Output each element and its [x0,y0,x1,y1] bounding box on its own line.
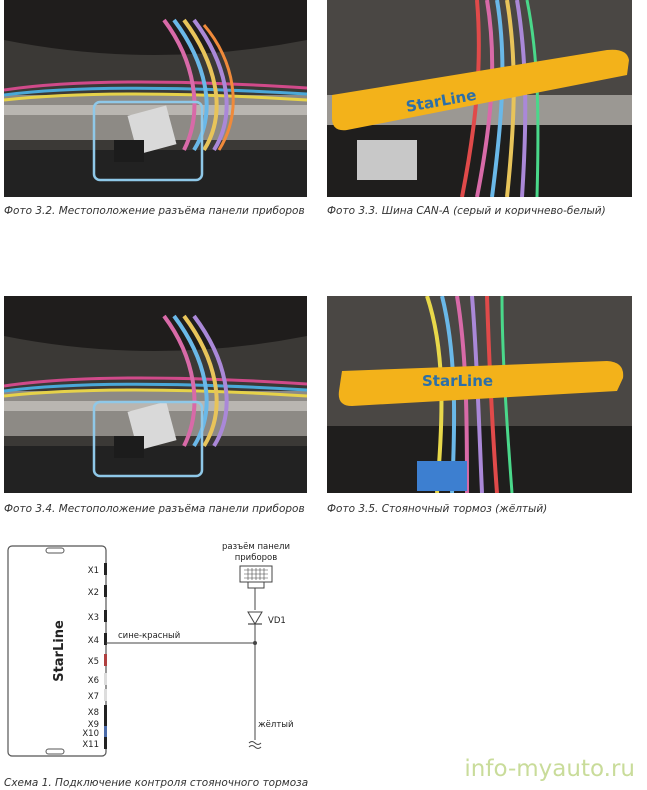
connector-x8-pin [104,705,107,717]
photo-3-5: StarLine [327,296,632,493]
connector-x3-label: X3 [88,613,99,623]
connector-x10-pin [104,726,107,738]
panel-connector-label-2: приборов [235,553,278,563]
connector-x6-pin [104,673,107,685]
connector-x8-label: X8 [88,708,99,718]
wire-yellow-label: жёлтый [258,720,294,730]
photo-3-4-caption: Фото 3.4. Местоположение разъёма панели … [4,503,305,515]
connector-x3-pin [104,610,107,622]
diode-label: VD1 [268,616,286,626]
photo-3-3: StarLine [327,0,632,197]
connector-x2-label: X2 [88,588,99,598]
diode-vd1-icon [247,611,263,625]
photo-3-4 [4,296,307,493]
connector-x9-label: X9 [88,720,99,730]
connector-x11-pin [104,737,107,749]
connector-x7-pin [104,689,107,701]
schema-caption: Схема 1. Подключение контроля стояночног… [4,777,309,789]
photo-3-5-caption: Фото 3.5. Стояночный тормоз (жёлтый) [327,503,548,515]
connector-x7-label: X7 [88,692,99,702]
connector-x5-label: X5 [88,657,99,667]
connector-x11-label: X11 [82,740,99,750]
connector-x1-label: X1 [88,566,99,576]
starline-brand-label: StarLine [52,620,67,682]
panel-connector-icon [239,565,273,589]
wire-end-icon [248,741,262,749]
connector-x4-label: X4 [88,636,99,646]
connector-x2-pin [104,585,107,597]
connector-x1-pin [104,563,107,575]
alarm-unit-body [7,545,107,757]
photo-3-2-caption: Фото 3.2. Местоположение разъёма панели … [4,205,305,217]
photo-3-3-caption: Фото 3.3. Шина CAN-A (серый и коричнево-… [327,205,606,217]
panel-connector-label: разъём панели [222,542,290,552]
connector-x6-label: X6 [88,676,99,686]
watermark: info-myauto.ru [464,756,635,782]
connector-x5-pin [104,654,107,666]
photo-3-2 [4,0,307,197]
connector-x10-label: X10 [82,729,99,739]
starline-tool-label: StarLine [422,372,493,390]
wire-blue-red-label: сине-красный [118,631,180,641]
connector-x9-pin [104,717,107,729]
connector-x4-pin [104,633,107,645]
